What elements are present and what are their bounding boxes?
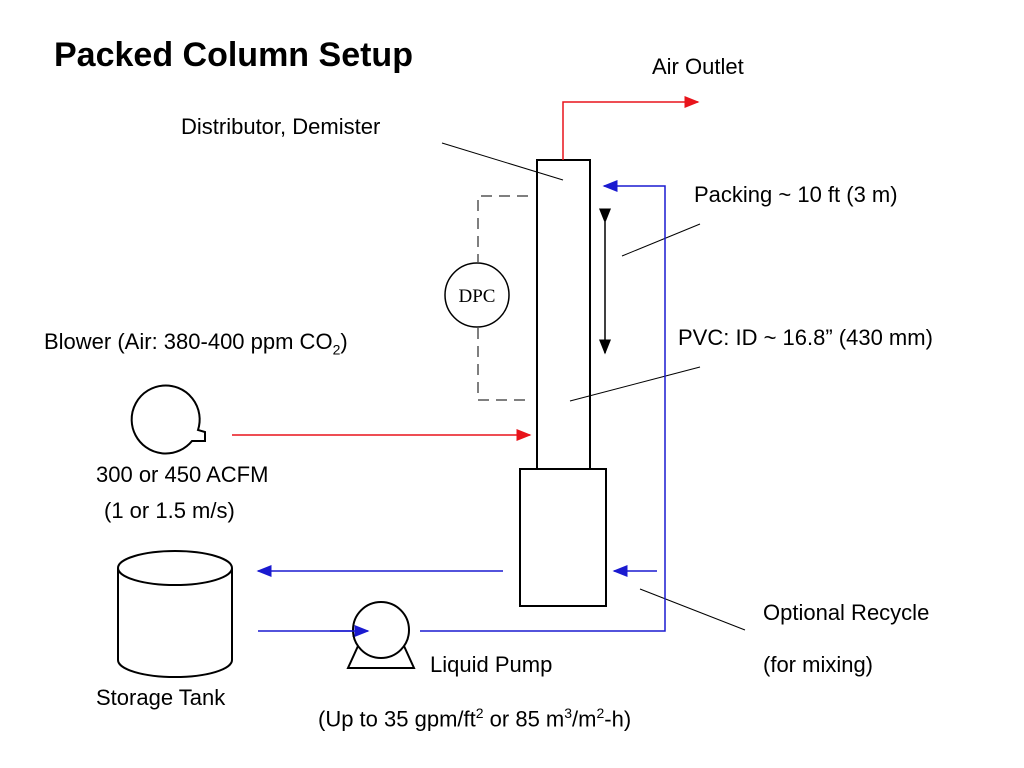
packing-label: Packing ~ 10 ft (3 m) <box>694 182 898 207</box>
liquid-pump-label: Liquid Pump <box>430 652 553 677</box>
pump-rate-label: (Up to 35 gpm/ft2 or 85 m3/m2-h) <box>318 705 632 732</box>
dpc-gauge <box>444 262 510 328</box>
blower-label: Blower (Air: 380-400 ppm CO2) <box>44 329 348 358</box>
dpc-label: DPC <box>459 286 496 307</box>
recycle-label: Optional Recycle <box>763 600 930 625</box>
blower-symbol <box>130 384 206 455</box>
recycle-leader <box>639 588 746 631</box>
storage-tank-symbol <box>117 550 233 678</box>
air-outlet-line <box>562 96 700 160</box>
column-sump <box>519 468 607 607</box>
flow-rate-label: 300 or 450 ACFM <box>96 462 269 487</box>
dpc-dashed-line-bottom <box>477 328 528 401</box>
liquid-pump-symbol <box>346 601 416 669</box>
dpc-dashed-line-top <box>477 195 528 262</box>
packed-column <box>536 159 591 471</box>
distributor-leader <box>441 142 564 181</box>
packing-leader <box>621 223 701 257</box>
page-title: Packed Column Setup <box>54 36 413 74</box>
recycle-mixing-label: (for mixing) <box>763 652 874 677</box>
velocity-label: (1 or 1.5 m/s) <box>104 498 235 523</box>
storage-tank-label: Storage Tank <box>96 685 226 710</box>
pvc-label: PVC: ID ~ 16.8” (430 mm) <box>678 325 933 350</box>
pvc-leader <box>569 366 701 402</box>
distributor-label: Distributor, Demister <box>181 114 381 139</box>
recycle-line <box>420 180 666 632</box>
air-outlet-label: Air Outlet <box>652 54 744 79</box>
